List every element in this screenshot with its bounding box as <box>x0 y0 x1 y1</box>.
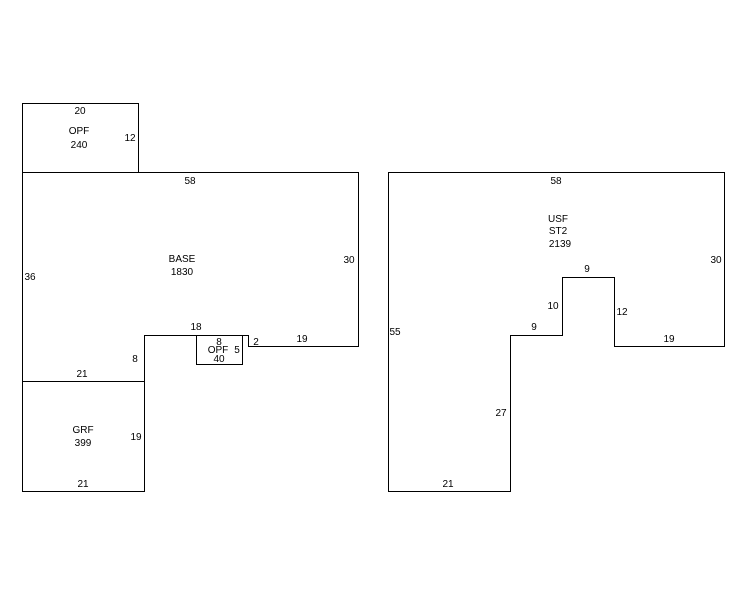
base-area: 58 30 19 2 18 8 21 36 BASE 1830 <box>22 172 359 382</box>
opf-top-area-value: 240 <box>71 140 88 151</box>
usf-dim-notch-left: 10 <box>547 301 559 312</box>
usf-area: 58 30 19 12 9 10 9 27 21 55 USF ST2 2139 <box>388 172 725 492</box>
grf-area-value: 399 <box>75 438 92 449</box>
usf-code-secondary: ST2 <box>549 226 568 237</box>
opf-small-area: 8 5 OPF 40 <box>196 335 243 365</box>
usf-dim-left: 55 <box>389 327 401 338</box>
base-dim-inner-top: 18 <box>190 322 202 333</box>
usf-dim-bottom: 21 <box>442 479 454 490</box>
opf-top-dim-right: 12 <box>124 133 136 144</box>
opf-small-code: OPF <box>208 345 229 356</box>
usf-dim-inner-right: 27 <box>495 408 507 419</box>
base-dim-bottom-right: 19 <box>296 334 308 345</box>
base-dim-right: 30 <box>343 255 355 266</box>
base-dim-inner-left: 8 <box>132 354 138 365</box>
base-dim-notch: 2 <box>253 337 259 348</box>
usf-dim-notch-right: 12 <box>616 307 628 318</box>
opf-small-dim-right: 5 <box>234 345 240 356</box>
usf-dim-step: 9 <box>531 322 537 333</box>
grf-dim-right: 19 <box>130 432 142 443</box>
usf-code: USF <box>548 214 568 225</box>
opf-top-area: 20 12 OPF 240 <box>22 103 139 173</box>
usf-dim-right: 30 <box>710 255 722 266</box>
opf-small-area-value: 40 <box>213 354 225 365</box>
grf-area: 19 21 GRF 399 <box>22 381 145 492</box>
base-code: BASE <box>169 254 196 265</box>
usf-dim-top: 58 <box>550 176 562 187</box>
grf-code: GRF <box>72 425 93 436</box>
usf-dim-notch-top: 9 <box>584 264 590 275</box>
base-dim-bottom: 21 <box>76 369 88 380</box>
opf-small-dim-top: 8 <box>216 337 222 348</box>
base-dim-top: 58 <box>184 176 196 187</box>
base-dim-left: 36 <box>24 272 36 283</box>
base-area-value: 1830 <box>171 267 194 278</box>
opf-small-outline <box>196 335 243 365</box>
grf-outline <box>22 381 145 492</box>
grf-dim-bottom: 21 <box>77 479 89 490</box>
opf-top-code: OPF <box>69 126 90 137</box>
usf-area-value: 2139 <box>549 239 572 250</box>
usf-outline <box>388 172 725 492</box>
usf-dim-bottom-right: 19 <box>663 334 675 345</box>
opf-top-dim-top: 20 <box>74 106 86 117</box>
